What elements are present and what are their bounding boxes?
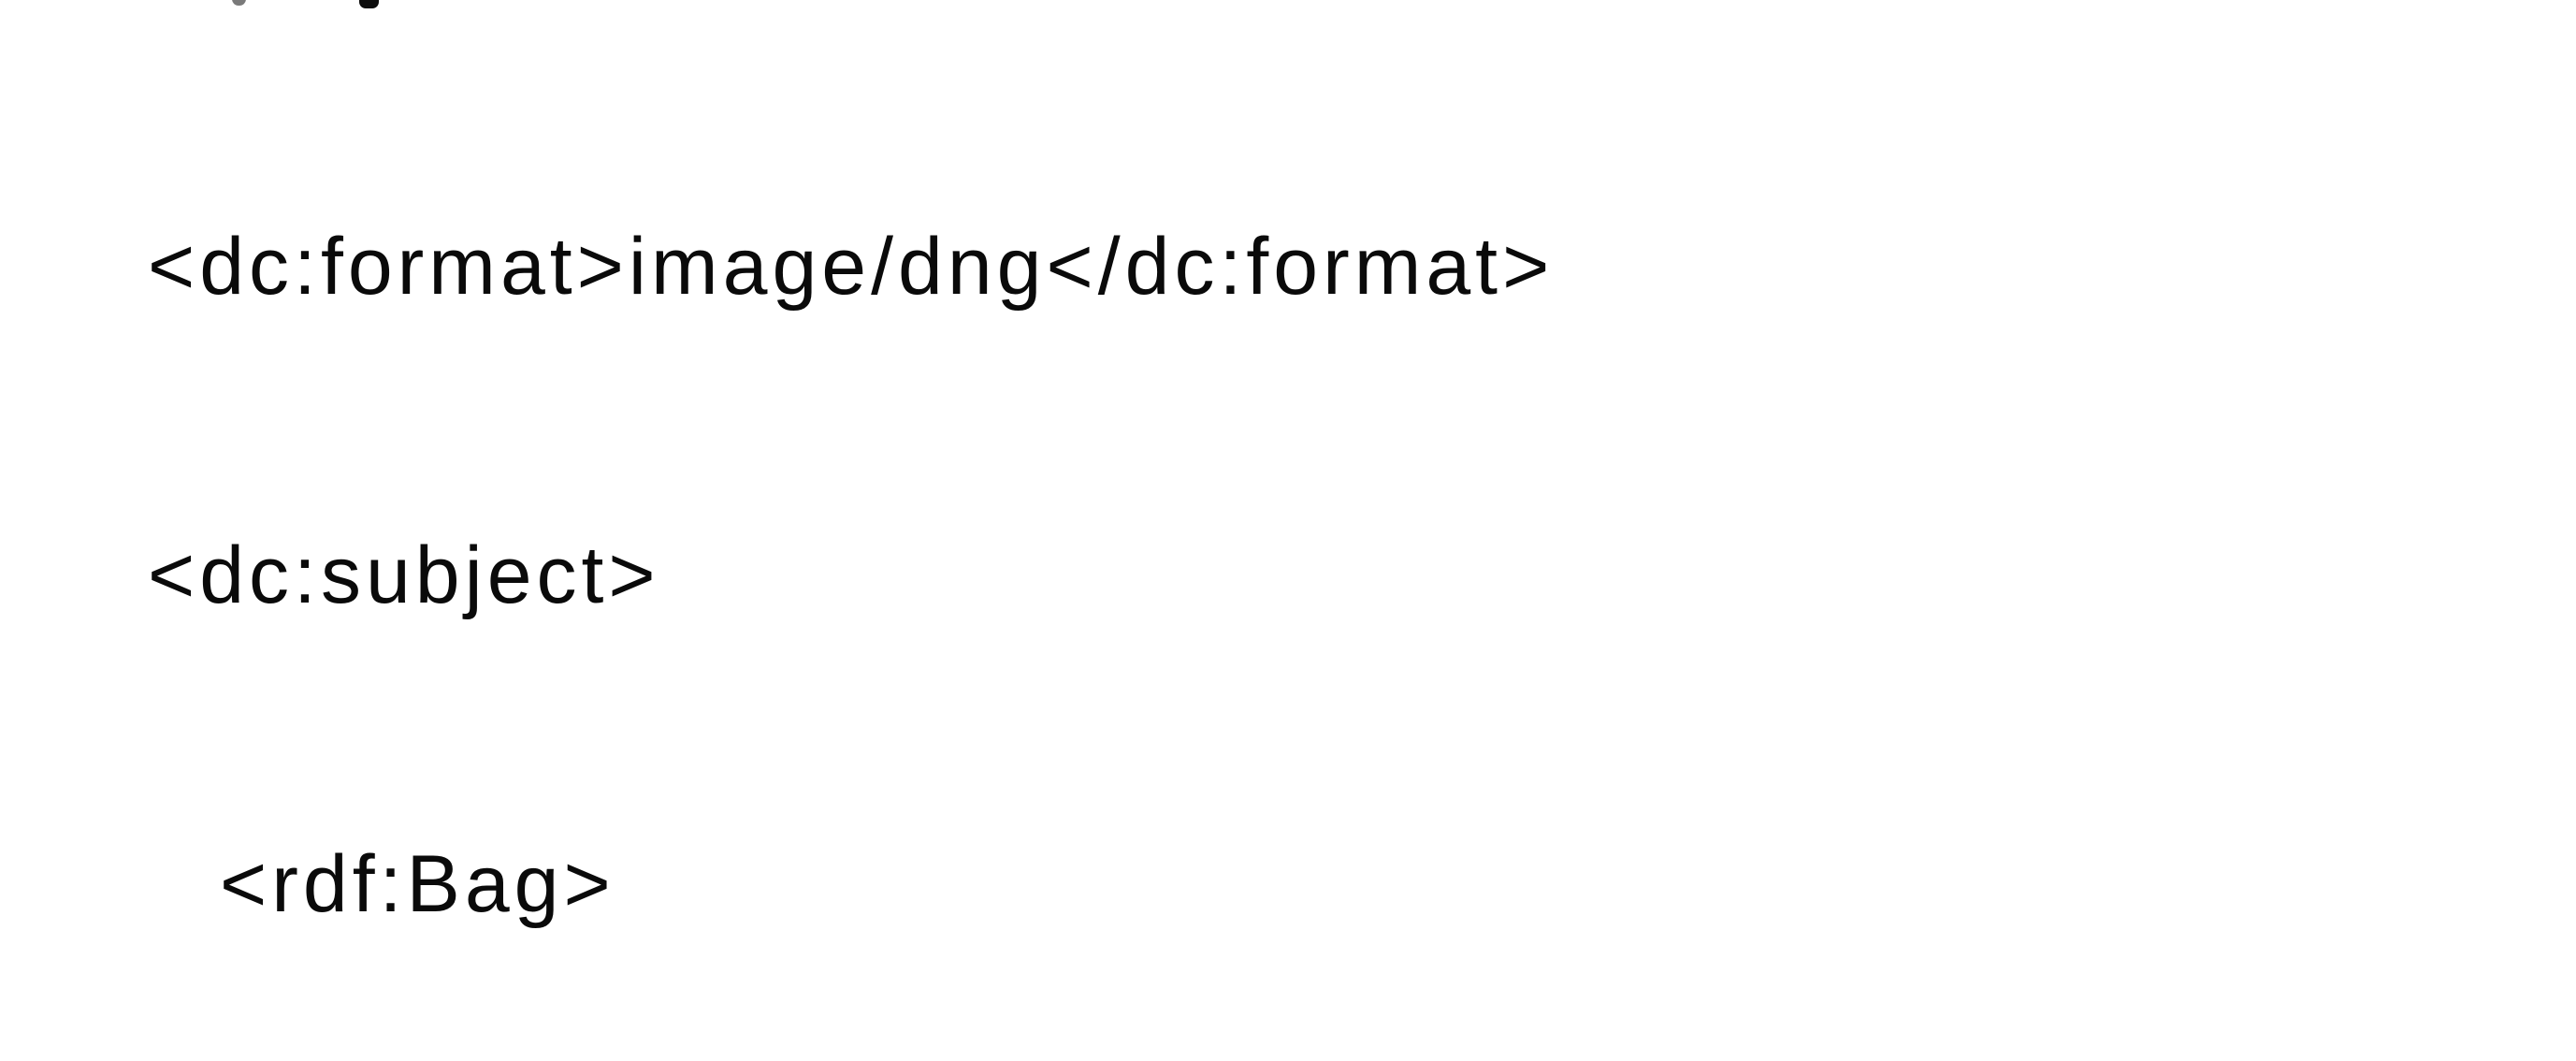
code-line-dc-subject-open: <dc:subject>: [148, 530, 660, 620]
code-line-rdf-bag-open: <rdf:Bag>: [220, 839, 615, 929]
clipped-text-fragment: [359, 0, 379, 8]
clipped-text-fragment: [232, 0, 246, 6]
xmp-code-block: <dc:format>image/dng</dc:format> <dc:sub…: [0, 9, 1838, 1061]
code-line-dc-format-open: <dc:format>image/dng</dc:format>: [148, 222, 1555, 312]
